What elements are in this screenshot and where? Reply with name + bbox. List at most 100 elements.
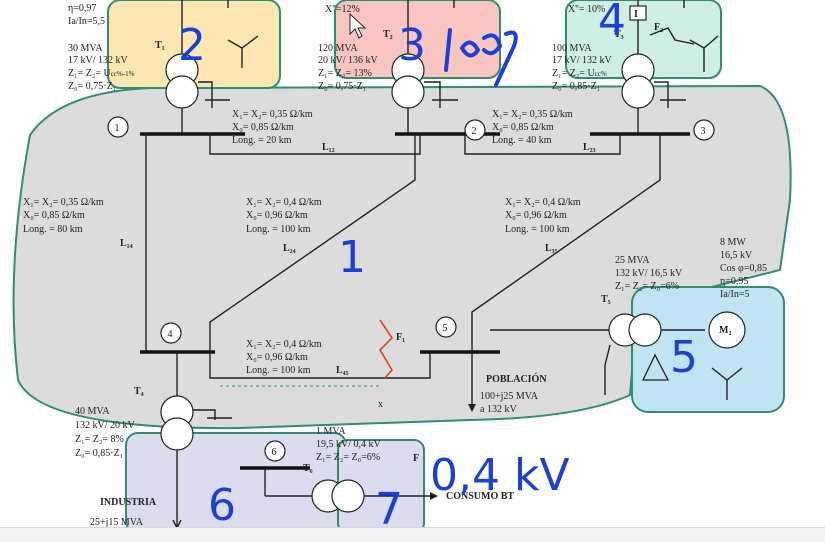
region-6-lavender [125,432,347,534]
t1-eta: η=0,97 [68,3,96,14]
t3-line-0: 100 MVA [552,43,592,54]
l23-name: L₂₃ [583,142,596,153]
l24-param-1: X₀= 0,96 Ω/km [246,210,308,221]
l23-param-2: Long. = 40 km [492,135,552,146]
l24-param-2: Long. = 100 km [246,224,311,235]
l45-param-0: X₁= X₂= 0,4 Ω/km [246,339,322,350]
t4-line-3: Z₀= 0,85·Z₁ [75,448,123,459]
transformer-t3 [621,53,686,133]
t2-line-1: 20 kV/ 136 kV [318,55,379,66]
bus-node-5: 5 [435,316,457,338]
industria-load: 25+j15 MVA [90,517,144,528]
transformer-t4 [160,352,232,530]
t6-line-1: 19,5 kV/ 0,4 kV [316,439,382,450]
l14-name: L₁₄ [120,238,133,249]
ink-note-voltage: 0,4 kV [430,450,570,501]
poblacion-line-1: a 132 kV [480,404,517,415]
fault-f2-label: F₂ [654,22,663,33]
transformer-t1 [165,53,230,133]
ink-region-4: 4 [598,0,626,46]
t2-line-3: Z₀= 0,75·Z₁ [318,81,366,92]
transformer-t2 [391,53,458,133]
fault-f1-symbol [378,319,394,379]
m2-name: M₂ [719,325,731,336]
t4-line-2: Z₁= Z₂= 8% [75,434,124,445]
transformer-t5 [490,313,705,395]
ink-scribble [444,28,518,87]
l35-param-2: Long. = 100 km [505,224,570,235]
line-l45 [209,352,431,379]
transformer-t6 [264,468,438,513]
ink-region-7: 7 [375,484,403,535]
ink-region-1: 1 [338,232,366,283]
window-bottom-edge [0,527,825,542]
line-l23 [464,134,621,155]
t1-line-2: Z₁= Z₂= Ucc%-1% [68,68,135,79]
l23-param-0: X₁= X₂= 0,35 Ω/km [492,109,573,120]
svg-text:6: 6 [272,447,277,458]
ink-region-5: 5 [670,332,698,383]
m2-line-1: 16,5 kV [720,250,753,261]
fault-f1-label: F₁ [396,332,405,343]
ink-region-3: 3 [398,20,426,71]
t1-name: T₁ [155,40,165,51]
ink-region-2: 2 [178,20,206,71]
l45-param-2: Long. = 100 km [246,365,311,376]
l23-param-1: X₀= 0,85 Ω/km [492,122,554,133]
l35-name: L₃₅ [545,243,558,254]
t6-line-0: 1 MVA [316,426,346,437]
fault-position-x: x [378,399,383,410]
svg-text:4: 4 [168,329,173,340]
l12-param-2: Long. = 20 km [232,135,292,146]
region-5-blue [631,286,785,413]
t2-name: T₂ [383,29,393,40]
poblacion-title: POBLACIÓN [486,373,547,385]
t1-iain: Ia/In=5,5 [68,16,105,27]
t3-i-label: I [634,9,638,20]
t6-line-2: Z₁= Z₂= Z₀=6% [316,452,380,463]
l14-param-1: X₀= 0,85 Ω/km [23,210,85,221]
line-l24 [209,134,416,352]
generator-g2 [407,0,455,55]
line-l12 [209,134,421,155]
t2-line-2: Z₁= Z₂= 13% [318,68,372,79]
industria-title: INDUSTRIA [100,497,157,508]
m2-line-4: Ia/In=5 [720,289,750,300]
mouse-cursor-icon [349,12,367,39]
l12-name: L₁₂ [322,142,335,153]
region-1-gray [12,84,792,430]
t3-xpp: X''= 10% [568,4,605,15]
l24-name: L₂₄ [283,243,296,254]
t5-line-1: 132 kV/ 16,5 kV [615,268,683,279]
m2-line-0: 8 MW [720,237,746,248]
l14-param-0: X₁= X₂= 0,35 Ω/km [23,197,104,208]
svg-text:5: 5 [443,323,448,334]
t3-line-1: 17 kV/ 132 kV [552,55,613,66]
consumo-bt-label: CONSUMO BT [446,491,514,502]
t5-line-0: 25 MVA [615,255,650,266]
t4-name: T₄ [134,386,144,397]
fault-f-label: F [413,453,419,464]
line-l35 [471,134,661,352]
t5-name: T₅ [601,294,611,305]
t1-line-3: Z₀= 0,75·Z₁ [68,81,116,92]
handwritten-annotations: 2 3 4 1 5 6 7 0,4 kV [178,0,698,535]
t6-name: T₆ [303,463,313,474]
t1-line-0: 30 MVA [68,43,103,54]
generator-g1 [181,0,259,68]
bus-node-6: 6 [264,440,286,462]
bus-node-3: 3 [693,119,715,141]
svg-text:3: 3 [701,126,706,137]
l12-param-1: X₀= 0,85 Ω/km [232,122,294,133]
l24-param-0: X₁= X₂= 0,4 Ω/km [246,197,322,208]
t4-line-0: 40 MVA [75,406,110,417]
l35-param-1: X₀= 0,96 Ω/km [505,210,567,221]
generator-g3 [629,0,719,72]
t5-line-2: Z₁= Z₂= Z₀=6% [615,281,679,292]
bus-node-1: 1 [107,116,129,138]
t1-line-1: 17 kV/ 132 kV [68,55,129,66]
l45-name: L₄₅ [336,365,349,376]
motor-m2 [708,311,746,400]
svg-text:1: 1 [115,123,120,134]
ink-region-6: 6 [208,480,236,531]
